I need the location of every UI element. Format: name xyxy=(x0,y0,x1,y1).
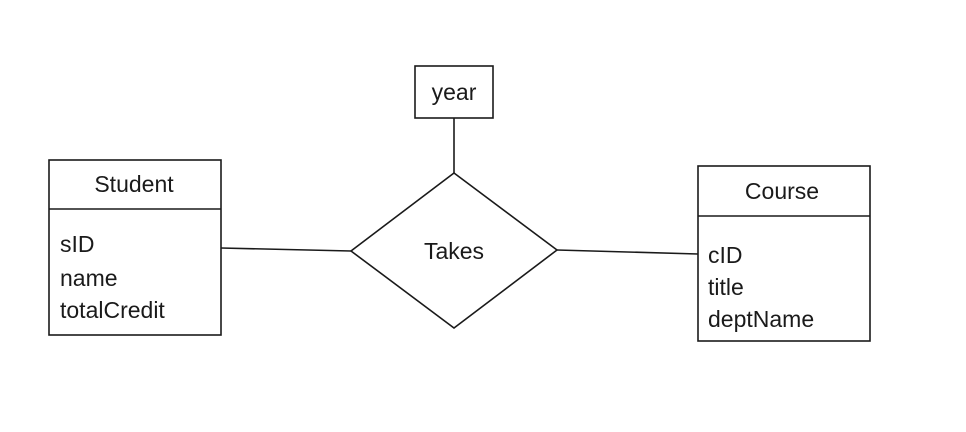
entity-student: Student sID name totalCredit xyxy=(48,159,222,336)
course-title: Course xyxy=(745,178,819,204)
connector-takes-course xyxy=(556,249,699,255)
takes-label: Takes xyxy=(424,238,484,264)
course-attribute: title xyxy=(708,274,744,300)
student-attribute: name xyxy=(60,265,118,291)
entity-course: Course cID title deptName xyxy=(697,165,871,342)
relationship-attribute-year: year xyxy=(414,65,494,119)
student-attribute: totalCredit xyxy=(60,297,165,323)
year-label: year xyxy=(432,79,477,105)
takes-diamond xyxy=(349,171,559,330)
student-attribute: sID xyxy=(60,231,95,257)
course-attribute: cID xyxy=(708,242,743,268)
course-attribute: deptName xyxy=(708,306,814,332)
student-title: Student xyxy=(94,171,174,197)
course-box xyxy=(697,165,871,342)
connector-student-takes xyxy=(220,247,352,252)
student-box xyxy=(48,159,222,336)
year-box xyxy=(414,65,494,119)
relationship-takes: Takes xyxy=(349,171,559,330)
